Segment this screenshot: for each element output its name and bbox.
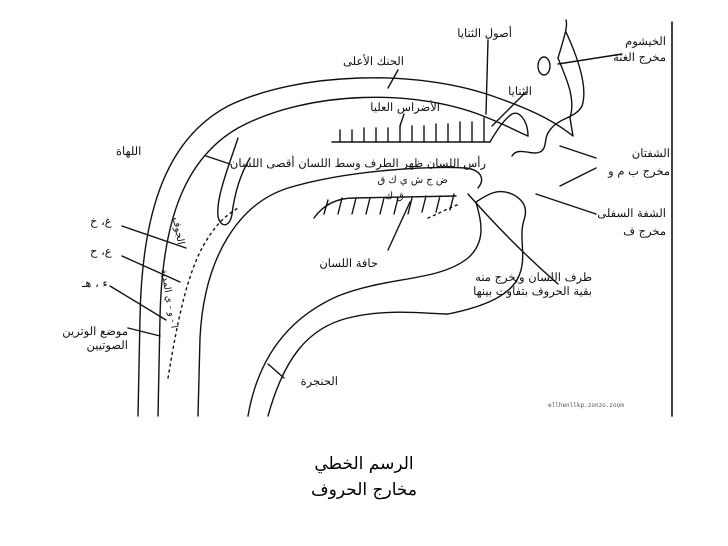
pointer-ain: [121, 255, 181, 283]
pointer-molars: [399, 113, 405, 127]
lower-teeth: [313, 193, 457, 219]
upper-teeth: [331, 117, 491, 143]
label-tongue-parts: رأس اللسان ظهر الطرف وسط اللسان أقصى الل…: [229, 156, 486, 170]
tongue-body: [247, 201, 482, 417]
pointer-nasal: [557, 53, 623, 65]
caption-line-1: الرسم الخطي: [314, 454, 414, 474]
diagram-drawing: [109, 19, 673, 417]
caption-line-2: مخارج الحروف: [311, 480, 417, 500]
label-upper-molars: الأضراس العليا: [370, 100, 440, 114]
uvula-shape: [217, 137, 251, 226]
label-hamza-ha: ء ، هـ: [82, 276, 108, 290]
lower-lip-chin: [447, 190, 527, 315]
pointer-ghain: [121, 225, 187, 249]
nose-outline: [511, 19, 585, 157]
throat-line: [267, 311, 449, 417]
tongue-dotted-line: [427, 203, 461, 219]
label-nasal-cavity: الخيشوم: [625, 34, 666, 48]
pointer-larynx: [267, 363, 285, 379]
label-larynx: الحنجرة: [300, 374, 338, 388]
label-vocal-cords: موضع الوترين الصوتيين: [62, 324, 128, 352]
label-tongue-tip: طرف اللسان ويخرج منه بقية الحروف بتفاوت …: [473, 270, 592, 298]
label-ain-ha: ع، ح: [90, 244, 112, 258]
label-incisors: الثنايا: [508, 84, 532, 98]
label-upper-palate: الحنك الأعلى: [343, 54, 404, 68]
pointer-incisors: [491, 91, 527, 127]
label-lower-lip: الشفة السفلى: [597, 206, 666, 220]
pointer-tongue-tip: [467, 193, 559, 285]
upper-lip: [489, 112, 529, 143]
pointer-hamza: [109, 285, 167, 321]
articulation-diagram: الخيشوم مخرج الغنة أصول الثنايا الحنك ال…: [62, 18, 676, 418]
label-ghain-kha: غ، خ: [90, 214, 112, 228]
tongue-surface: [197, 166, 483, 417]
pointer-upper-palate: [387, 69, 399, 89]
pointer-tongue-edge: [387, 201, 411, 251]
label-incisor-roots: أصول الثنايا: [457, 26, 512, 40]
label-nasal-sub: مخرج الغنة: [613, 50, 666, 64]
watermark-text: ellhenllkp.zonzo.zoom: [548, 402, 624, 409]
label-lips-sub: مخرج ب م و: [608, 164, 670, 178]
outer-palate-outline: [137, 57, 574, 417]
label-front-letters: ق ك: [384, 191, 404, 202]
pharynx-dotted-line: [167, 207, 239, 379]
label-lower-lip-sub: مخرج ف: [623, 224, 666, 238]
label-uvula: اللهاة: [116, 144, 142, 158]
pointer-uvula: [205, 155, 231, 165]
pointer-lips: [559, 145, 597, 187]
pointer-lower-lip: [535, 193, 597, 215]
label-lips: الشفتان: [631, 146, 670, 160]
label-mouth-letters: ض ج ش ي ك ق: [377, 175, 448, 186]
pointer-vocal-cords: [127, 327, 161, 337]
pointer-incisor-roots: [485, 39, 489, 115]
label-tongue-edge: حافة اللسان: [319, 256, 378, 270]
nostril-shape: [537, 56, 551, 76]
